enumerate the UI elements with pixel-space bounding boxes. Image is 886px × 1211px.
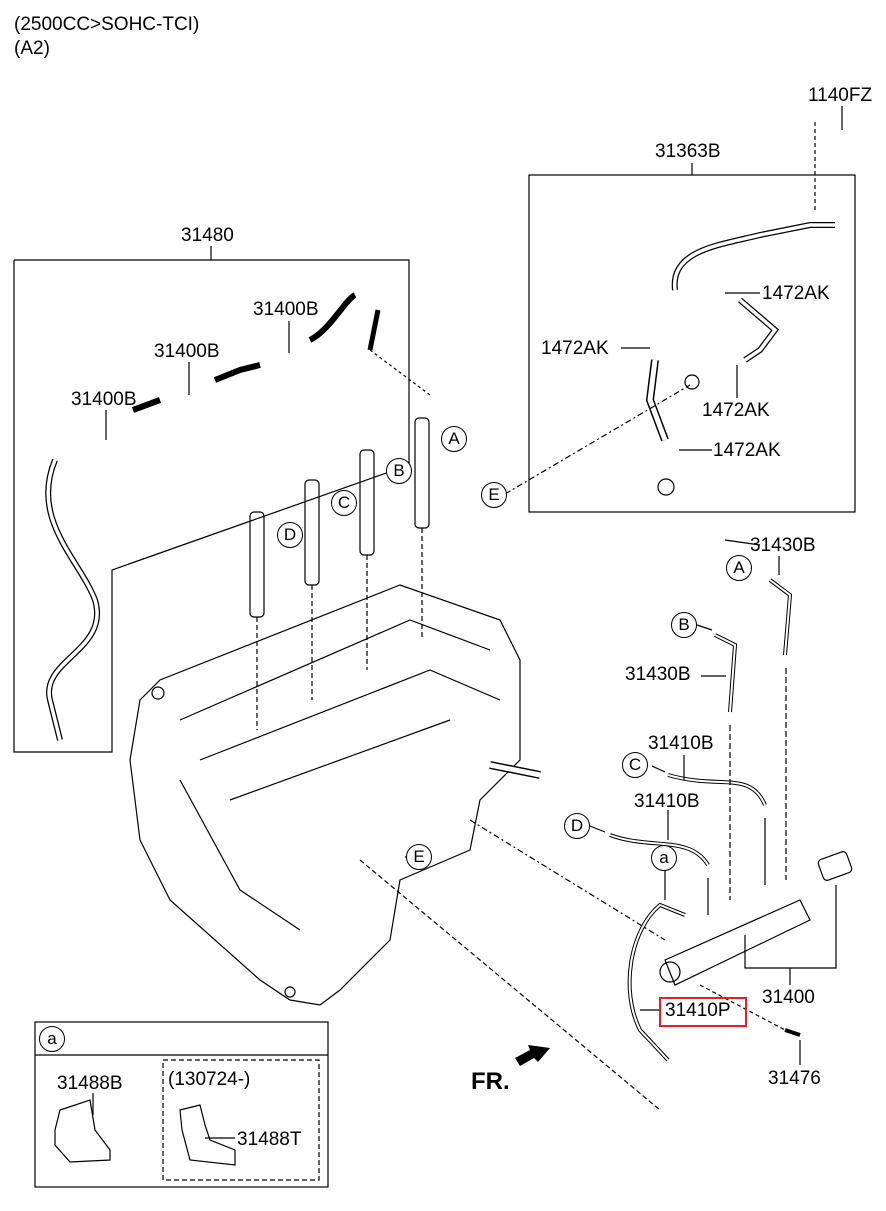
engine-spec: (2500CC>SOHC-TCI) xyxy=(14,14,200,35)
label-31400B-3[interactable]: 31400B xyxy=(71,389,137,410)
callout-A-injector: A xyxy=(441,426,467,452)
assembly-box-31480 xyxy=(13,259,410,753)
label-31410B-1[interactable]: 31410B xyxy=(648,733,714,754)
callout-D-injector: D xyxy=(277,522,303,548)
label-1472AK-3[interactable]: 1472AK xyxy=(702,400,770,421)
inset-box-a xyxy=(34,1021,329,1188)
callout-a-rail: a xyxy=(651,845,677,871)
highlight-box xyxy=(659,997,747,1027)
injectors xyxy=(249,417,430,730)
callout-B-line: B xyxy=(671,612,697,638)
front-arrow xyxy=(515,1045,550,1066)
label-31400B-1[interactable]: 31400B xyxy=(253,299,319,320)
label-31400B-2[interactable]: 31400B xyxy=(154,341,220,362)
label-31430B-1[interactable]: 31430B xyxy=(750,535,816,556)
label-31480[interactable]: 31480 xyxy=(181,225,234,246)
label-31476[interactable]: 31476 xyxy=(768,1068,821,1089)
label-1140FZ[interactable]: 1140FZ xyxy=(808,85,873,106)
label-1472AK-4[interactable]: 1472AK xyxy=(713,440,781,461)
front-direction-label: FR. xyxy=(471,1068,510,1095)
label-31488T[interactable]: 31488T xyxy=(237,1129,302,1150)
callout-E-hose: E xyxy=(481,482,507,508)
label-31410B-2[interactable]: 31410B xyxy=(634,791,700,812)
callout-D-line: D xyxy=(564,813,590,839)
callout-C-line: C xyxy=(622,752,648,778)
label-31363B[interactable]: 31363B xyxy=(655,141,721,162)
label-1472AK-1[interactable]: 1472AK xyxy=(762,283,830,304)
callout-A-line: A xyxy=(726,555,752,581)
variant-code: (A2) xyxy=(14,38,50,59)
label-date-range: (130724-) xyxy=(168,1069,251,1090)
label-31430B-2[interactable]: 31430B xyxy=(625,664,691,685)
callout-E-engine: E xyxy=(406,844,432,870)
engine-block xyxy=(129,584,521,1006)
label-31410P[interactable]: 31410P xyxy=(665,1000,731,1021)
label-31400[interactable]: 31400 xyxy=(762,987,815,1008)
callout-C-injector: C xyxy=(331,490,357,516)
callout-B-injector: B xyxy=(386,458,412,484)
label-31488B[interactable]: 31488B xyxy=(57,1073,123,1094)
label-1472AK-2[interactable]: 1472AK xyxy=(541,338,609,359)
fuel-rail xyxy=(664,899,811,986)
callout-a-inset: a xyxy=(39,1026,65,1052)
